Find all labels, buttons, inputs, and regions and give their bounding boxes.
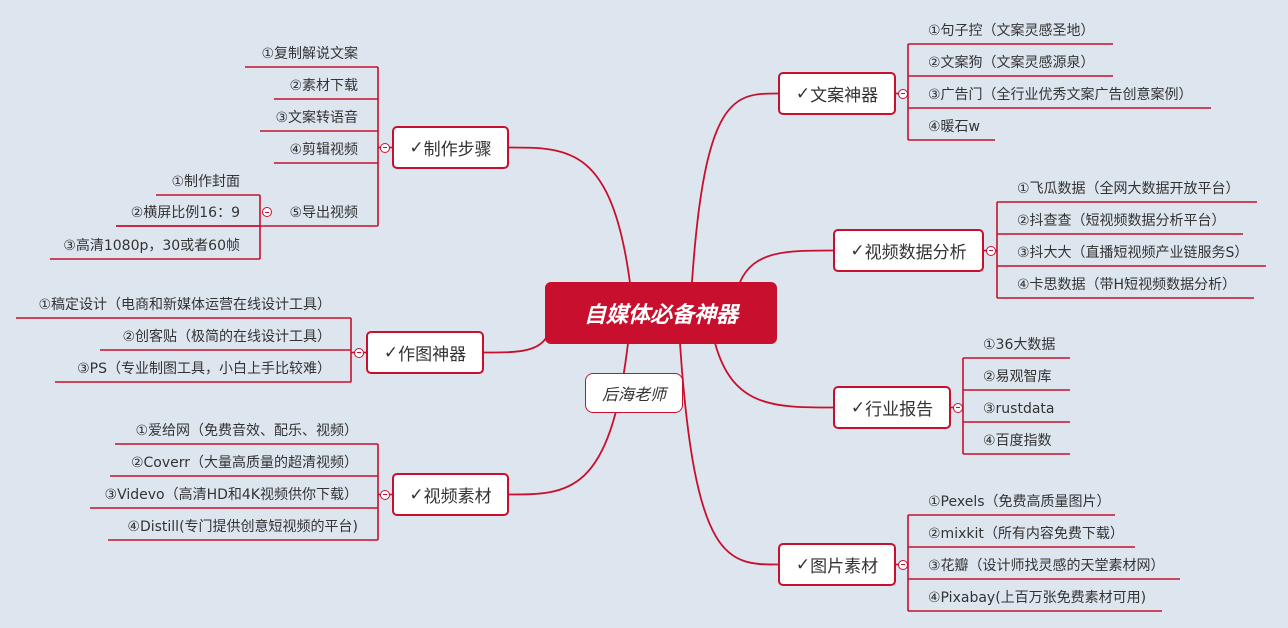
leaf-topic[interactable]: ④百度指数 <box>983 433 1052 449</box>
topic-tupian[interactable]: ✓图片素材 <box>778 543 896 586</box>
leaf-topic[interactable]: ③高清1080p，30或者60帧 <box>63 238 240 254</box>
connector <box>714 342 834 409</box>
leaf-topic[interactable]: ①稿定设计（电商和新媒体运营在线设计工具） <box>38 297 331 313</box>
topic-wenan[interactable]: ✓文案神器 <box>778 72 896 115</box>
export-video-collapse-toggle[interactable] <box>262 207 272 217</box>
zhizuo-collapse-toggle[interactable] <box>380 142 390 153</box>
leaf-topic[interactable]: ④暖石w <box>928 119 981 135</box>
floating-topic[interactable]: 后海老师 <box>585 373 683 413</box>
central-topic-label: 自媒体必备神器 <box>583 303 738 328</box>
zuotu-collapse-toggle[interactable] <box>354 347 364 358</box>
topic-sucai[interactable]: ✓视频素材 <box>392 473 509 516</box>
connector <box>508 342 629 496</box>
check-icon: ✓ <box>795 554 811 575</box>
leaf-topic[interactable]: ①制作封面 <box>171 174 240 190</box>
leaf-topic[interactable]: ②创客贴（极简的在线设计工具） <box>122 329 331 345</box>
topic-label: 行业报告 <box>865 400 934 420</box>
central-topic[interactable]: 自媒体必备神器 <box>545 282 777 344</box>
leaf-topic[interactable]: ②Coverr（大量高质量的超清视频） <box>130 455 358 471</box>
leaf-topic[interactable]: ②横屏比例16：9 <box>130 205 240 221</box>
leaf-topic[interactable]: ②抖查查（短视频数据分析平台） <box>1017 213 1226 229</box>
leaf-topic[interactable]: ②文案狗（文案灵感源泉） <box>928 55 1095 71</box>
tupian-collapse-toggle[interactable] <box>898 559 908 570</box>
check-icon: ✓ <box>409 484 424 505</box>
leaf-topic[interactable]: ①36大数据 <box>983 337 1056 353</box>
leaf-topic[interactable]: ①飞瓜数据（全网大数据开放平台） <box>1017 181 1240 197</box>
leaf-topic[interactable]: ③文案转语音 <box>275 110 358 126</box>
topic-shuju[interactable]: ✓视频数据分析 <box>833 229 984 272</box>
leaf-topic[interactable]: ①复制解说文案 <box>261 46 358 62</box>
check-icon: ✓ <box>409 137 424 158</box>
leaf-topic[interactable]: ④卡思数据（带H短视频数据分析） <box>1017 277 1237 293</box>
topic-label: 作图神器 <box>398 345 467 365</box>
topic-label: 文案神器 <box>810 86 879 106</box>
connector <box>679 342 779 566</box>
check-icon: ✓ <box>383 342 399 363</box>
leaf-topic[interactable]: ⑤导出视频 <box>289 205 358 221</box>
leaf-topic[interactable]: ③抖大大（直播短视频产业链服务S） <box>1017 245 1249 261</box>
leaf-topic[interactable]: ④Pixabay(上百万张免费素材可用) <box>928 590 1147 606</box>
leaf-topic[interactable]: ②素材下载 <box>289 78 358 94</box>
leaf-topic[interactable]: ③广告门（全行业优秀文案广告创意案例） <box>928 87 1193 103</box>
shuju-collapse-toggle[interactable] <box>986 245 996 256</box>
leaf-topic[interactable]: ①句子控（文案灵感圣地） <box>928 23 1095 39</box>
topic-label: 制作步骤 <box>423 140 492 160</box>
topic-zhizuo[interactable]: ✓制作步骤 <box>392 126 509 169</box>
connector <box>483 337 547 354</box>
floating-topic-label: 后海老师 <box>601 385 666 404</box>
leaf-topic[interactable]: ②易观智库 <box>983 369 1052 385</box>
check-icon: ✓ <box>850 397 866 418</box>
wenan-collapse-toggle[interactable] <box>898 88 908 99</box>
check-icon: ✓ <box>795 83 811 104</box>
leaf-topic[interactable]: ③rustdata <box>983 401 1055 417</box>
connector <box>508 146 631 284</box>
topic-baogao[interactable]: ✓行业报告 <box>833 386 951 429</box>
leaf-topic[interactable]: ③Videvo（高清HD和4K视频供你下载） <box>104 487 358 503</box>
sucai-collapse-toggle[interactable] <box>380 489 390 500</box>
leaf-topic[interactable]: ④Distill(专门提供创意短视频的平台) <box>127 519 358 535</box>
leaf-topic[interactable]: ①爱给网（免费音效、配乐、视频） <box>135 423 358 439</box>
check-icon: ✓ <box>850 240 865 261</box>
topic-zuotu[interactable]: ✓作图神器 <box>366 331 484 374</box>
topic-label: 视频数据分析 <box>864 243 967 263</box>
leaf-topic[interactable]: ①Pexels（免费高质量图片） <box>928 494 1111 510</box>
leaf-topic[interactable]: ③花瓣（设计师找灵感的天堂素材网） <box>928 558 1165 574</box>
topic-label: 视频素材 <box>423 487 492 507</box>
leaf-topic[interactable]: ③PS（专业制图工具，小白上手比较难） <box>77 361 331 377</box>
leaf-topic[interactable]: ②mixkit（所有内容免费下载） <box>928 526 1124 542</box>
connector <box>739 249 834 283</box>
baogao-collapse-toggle[interactable] <box>953 402 963 413</box>
topic-label: 图片素材 <box>810 557 879 577</box>
connector <box>691 92 779 283</box>
leaf-topic[interactable]: ④剪辑视频 <box>289 142 358 158</box>
